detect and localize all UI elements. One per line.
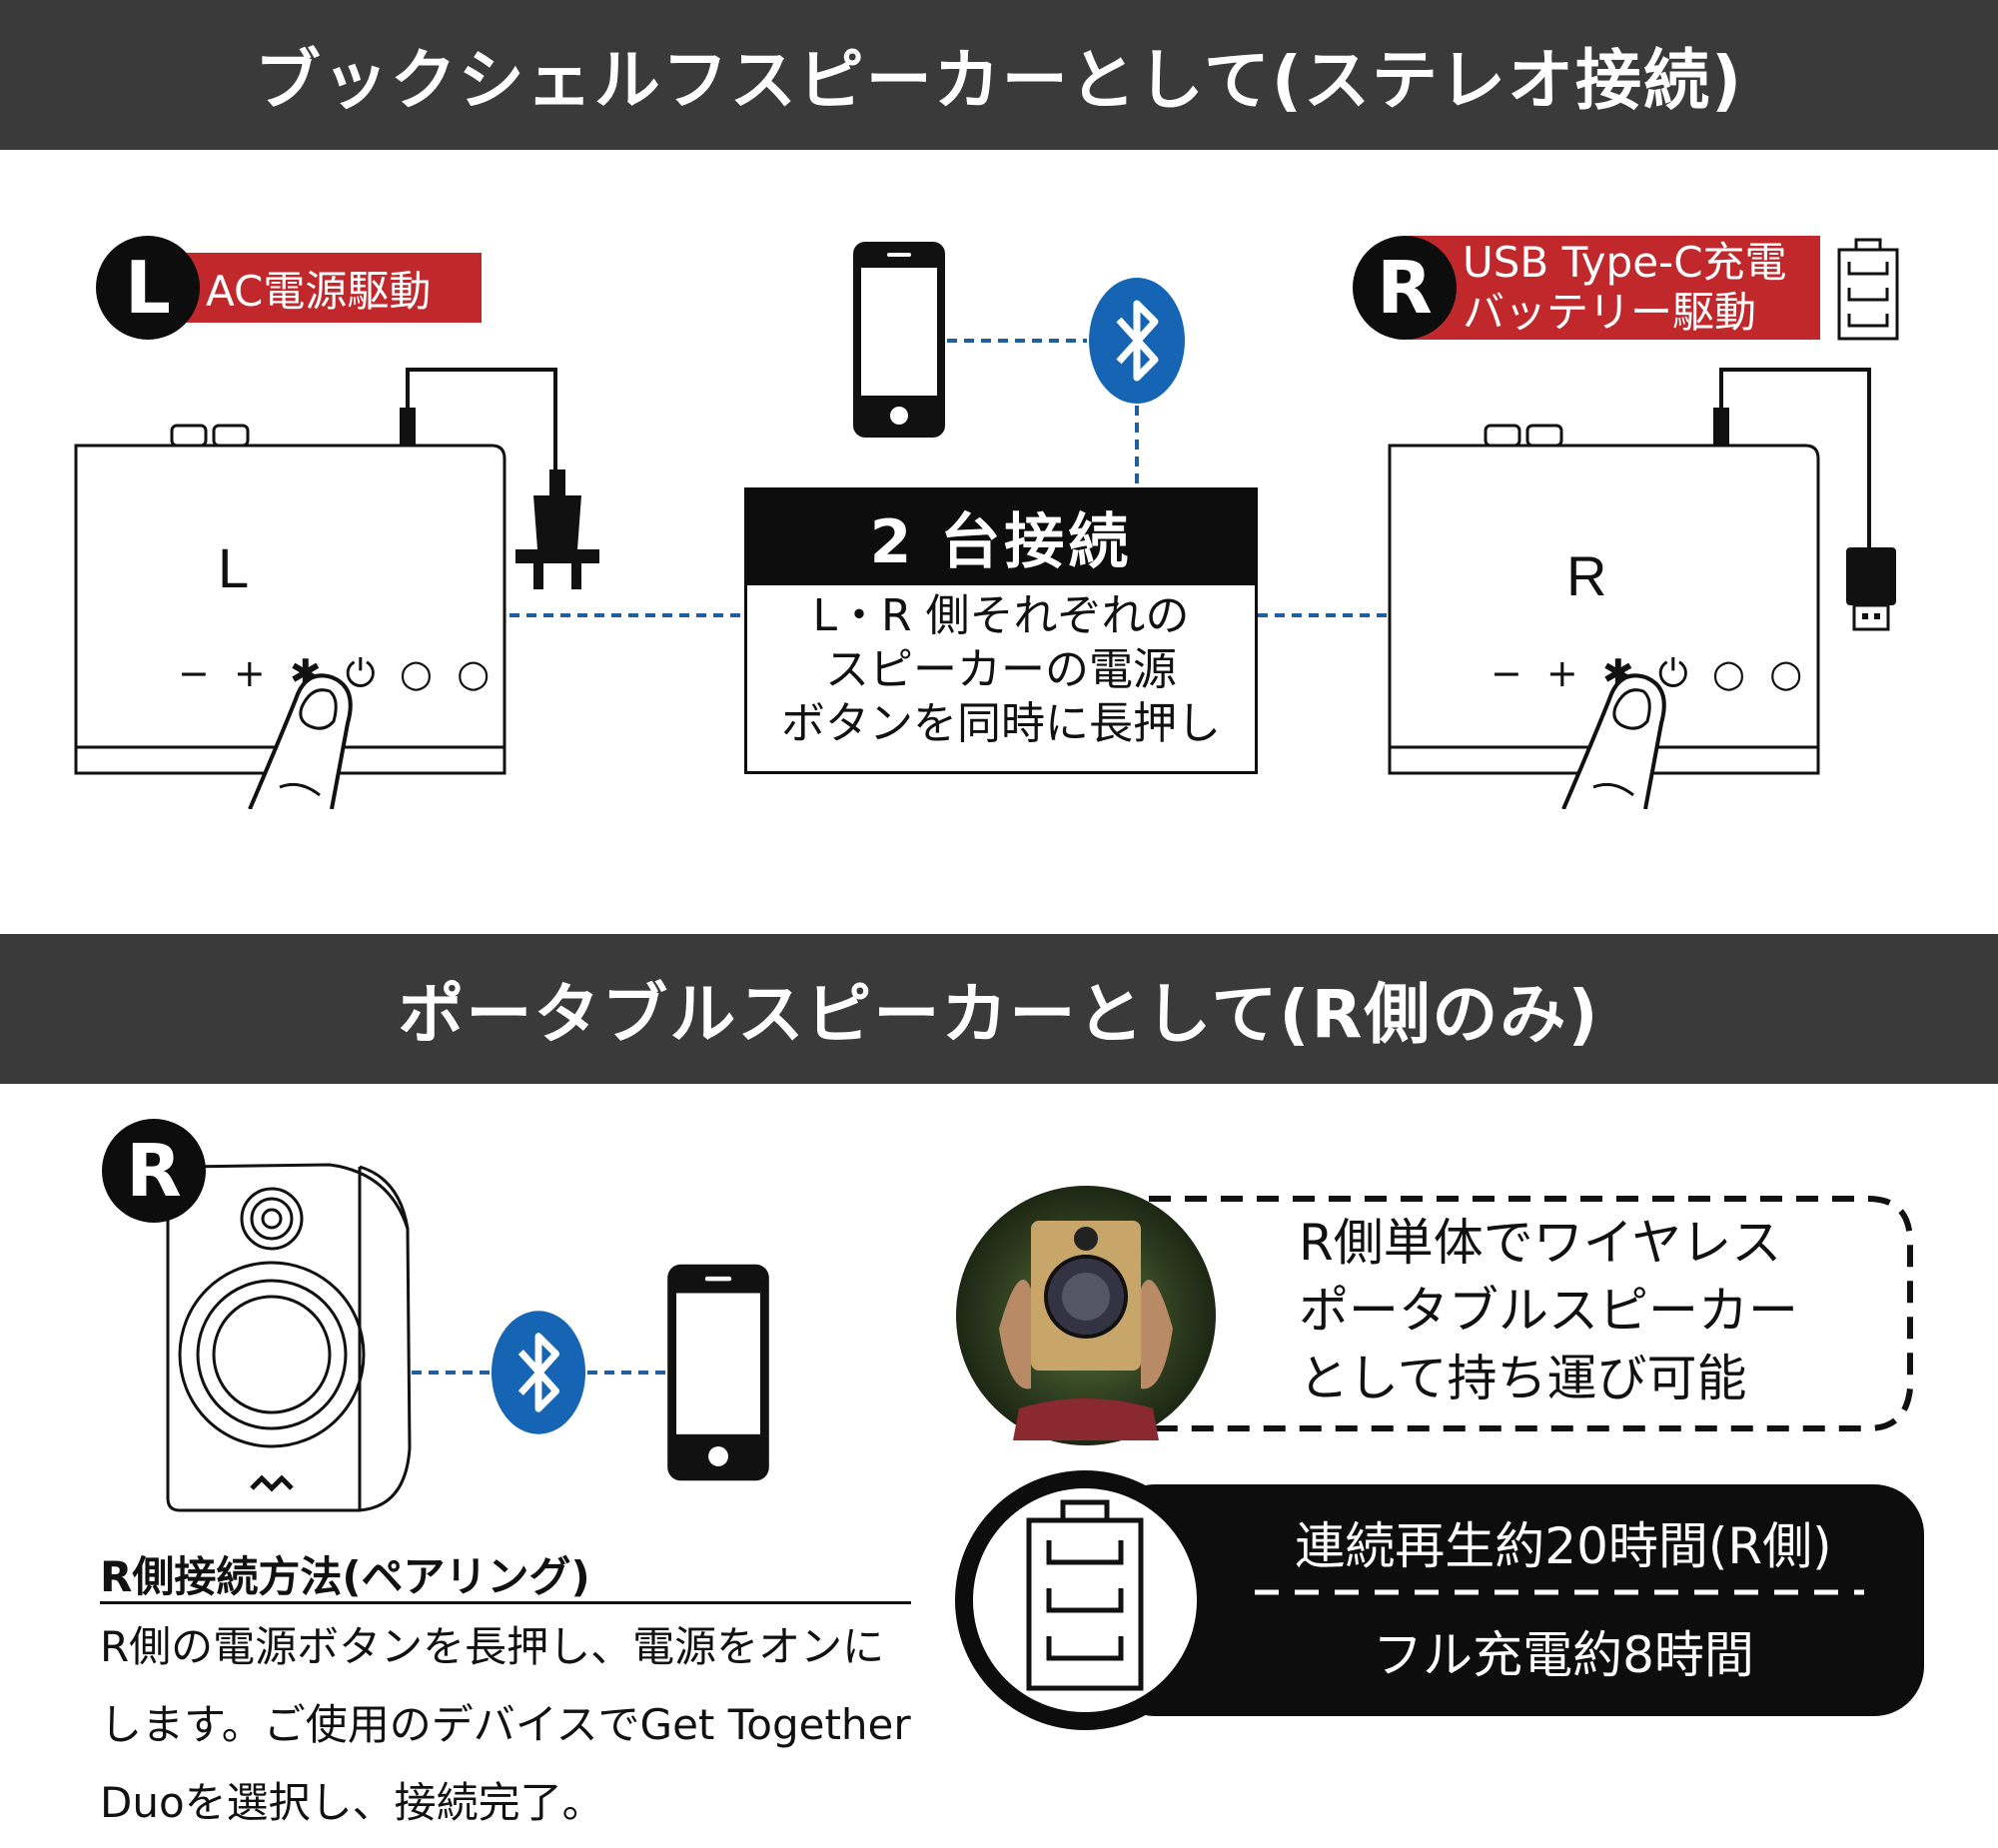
section1-title: ブックシェルフスピーカーとして(ステレオ接続) [254,42,1744,119]
finger-press-icon [1561,673,1666,809]
left-badge: L [96,236,200,340]
pairing-divider [100,1601,911,1604]
section1-banner: ブックシェルフスピーカーとして(ステレオ接続) [0,0,1998,150]
connection-lines [509,339,1389,617]
left-speaker-label: L [218,536,250,599]
two-device-heading: 2 台接続 [744,487,1258,585]
finger-press-icon [248,673,353,809]
bluetooth-icon [1089,278,1185,404]
section2-badge: R [102,1119,206,1223]
portable-bubble [956,1186,1913,1445]
right-speaker-label: R [1566,544,1607,607]
right-badge: R [1353,236,1457,340]
bluetooth-icon [491,1311,586,1434]
pairing-title: R側接続方法(ペアリング) [100,1552,590,1601]
full-charge-time: フル充電約8時間 [1373,1626,1754,1684]
battery-panel [955,1470,1924,1730]
battery-icon [1837,238,1899,341]
smartphone-icon [853,242,945,438]
right-speaker-diagram [1388,368,1871,775]
right-power-tag: USB Type-C充電 バッテリー駆動 [1409,236,1820,340]
power-plug-icon [515,469,599,589]
section2-banner: ポータブルスピーカーとして(R側のみ) [0,934,1998,1084]
section2-title: ポータブルスピーカーとして(R側のみ) [398,976,1600,1053]
pairing-instructions: R側の電源ボタンを長押し、電源をオンに します。ご使用のデバイスでGet Tog… [100,1622,911,1827]
usb-c-plug-icon [1846,547,1896,631]
left-power-tag: AC電源駆動 [150,253,482,323]
portable-description: R側単体でワイヤレス ポータブルスピーカー として持ち運び可能 [1299,1214,1798,1407]
speaker-icon [166,1163,412,1512]
smartphone-icon [667,1264,769,1481]
left-speaker-diagram [74,368,557,775]
continuous-play-time: 連続再生約20時間(R側) [1295,1517,1832,1575]
two-device-instructions: L・R 側それぞれの スピーカーの電源 ボタンを同時に長押し [744,585,1258,774]
